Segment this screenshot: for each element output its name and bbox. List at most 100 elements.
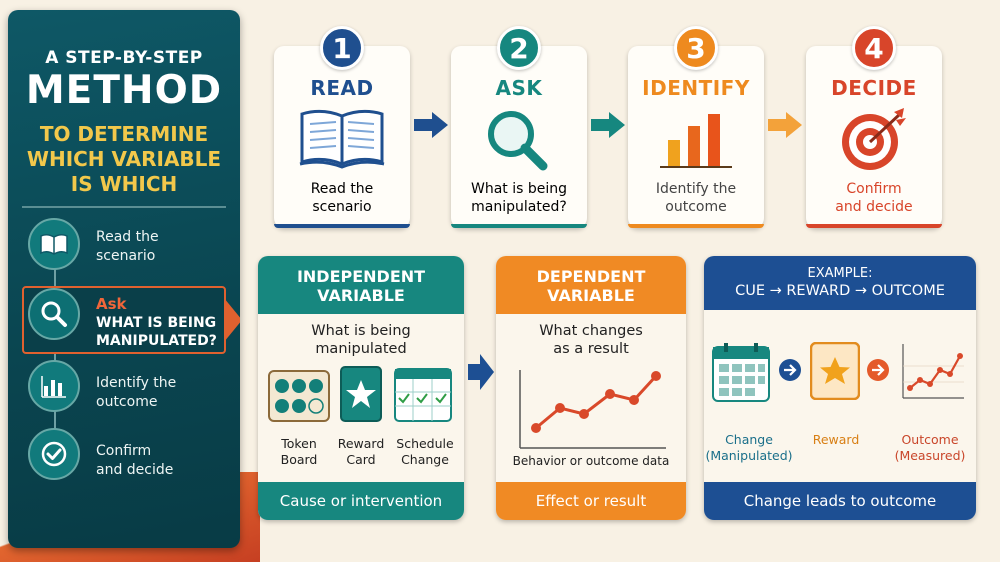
example-header: EXAMPLE: CUE → REWARD → OUTCOME (704, 256, 976, 310)
sidebar-step-identify: Identify the outcome (8, 360, 240, 424)
step-description: What is being manipulated? (451, 180, 587, 216)
step-number-badge: 4 (852, 26, 896, 70)
sidebar-step-read-line1: Read the (96, 229, 159, 245)
target-icon (806, 106, 942, 174)
magnifying-glass-icon (451, 106, 587, 174)
step-title: IDENTIFY (642, 76, 750, 100)
dependent-variable-card: DEPENDENT VARIABLE What changes as a res… (496, 256, 686, 520)
sidebar-title-line1: A STEP-BY-STEP (45, 48, 203, 68)
independent-subtitle-line2: manipulated (315, 341, 407, 357)
step-description-line1: Confirm (846, 181, 902, 197)
reward-card-label: Reward Card (328, 436, 394, 468)
dependent-subtitle: What changes as a result (496, 322, 686, 358)
sidebar: A STEP-BY-STEP METHOD TO DETERMINE WHICH… (8, 10, 240, 548)
book-icon (28, 218, 80, 270)
example-change-label: Change (Manipulated) (704, 432, 794, 464)
sidebar-subtitle-line3: IS WHICH (70, 172, 178, 196)
step-description-line1: Identify the (655, 181, 737, 197)
step-card-read: 1 READ Read the scenario (274, 26, 410, 228)
step-card-ask: 2 ASK What is being manipulated? (451, 26, 587, 228)
step-title: READ (310, 76, 374, 100)
arrow-right-icon (414, 112, 448, 138)
example-change-label-line2: (Manipulated) (705, 448, 793, 463)
example-outcome-label-line1: Outcome (901, 432, 959, 447)
sidebar-step-identify-line2: outcome (96, 394, 158, 410)
schedule-change-label: Schedule Change (390, 436, 460, 468)
step-accent-bar (274, 224, 410, 228)
step-title: DECIDE (831, 76, 917, 100)
dependent-title-line1: DEPENDENT (536, 267, 646, 286)
schedule-change-label-line1: Schedule (396, 436, 454, 451)
arrow-circle-icon (779, 359, 801, 381)
sidebar-step-read-line2: scenario (96, 248, 156, 264)
outcome-line-chart-icon (519, 370, 666, 449)
reward-card-label-line2: Card (346, 452, 376, 467)
sidebar-step-confirm-line1: Confirm (96, 443, 152, 459)
reward-card-label-line1: Reward (337, 436, 385, 451)
dependent-title-line2: VARIABLE (547, 286, 635, 305)
arrow-right-icon (468, 354, 494, 390)
schedule-change-icon (394, 368, 452, 422)
example-title-line1: EXAMPLE: (807, 266, 873, 281)
independent-variable-header: INDEPENDENT VARIABLE (258, 256, 464, 314)
token-board-label-line1: Token (281, 436, 317, 451)
sidebar-step-ask-line3: MANIPULATED? (96, 333, 217, 349)
step-description: Identify the outcome (628, 180, 764, 216)
dependent-footer: Effect or result (496, 482, 686, 520)
sidebar-title-line2: METHOD (25, 68, 223, 113)
sidebar-step-confirm-line2: and decide (96, 462, 174, 478)
outcome-chart-icon (902, 344, 964, 399)
step-description-line1: What is being (470, 181, 568, 197)
example-outcome-label: Outcome (Measured) (884, 432, 976, 464)
reward-card-icon (340, 366, 382, 422)
arrow-right-icon (768, 112, 802, 138)
independent-subtitle-line1: What is being (311, 323, 411, 339)
example-change-label-line1: Change (725, 432, 773, 447)
step-accent-bar (451, 224, 587, 228)
checkmark-icon (28, 428, 80, 480)
token-board-label: Token Board (264, 436, 334, 468)
sidebar-step-confirm: Confirm and decide (8, 428, 240, 492)
calendar-icon (712, 343, 770, 402)
arrow-right-icon (591, 112, 625, 138)
step-accent-bar (628, 224, 764, 228)
dependent-subtitle-line1: What changes (539, 323, 643, 339)
dependent-chart-caption: Behavior or outcome data (512, 454, 670, 468)
sidebar-connector-line (54, 248, 56, 460)
arrow-circle-icon (867, 359, 889, 381)
sidebar-step-ask-line1: Ask (96, 295, 127, 313)
example-reward-label: Reward (812, 432, 860, 447)
magnifier-icon (28, 288, 80, 340)
step-description-line2: scenario (312, 199, 372, 215)
sidebar-subtitle-line1: TO DETERMINE (39, 122, 209, 146)
open-book-icon (274, 106, 410, 170)
step-description-line2: and decide (835, 199, 913, 215)
independent-variable-card: INDEPENDENT VARIABLE What is being manip… (258, 256, 464, 520)
dependent-variable-header: DEPENDENT VARIABLE (496, 256, 686, 314)
step-accent-bar (806, 224, 942, 228)
token-board-icon (268, 370, 330, 422)
step-title: ASK (495, 76, 543, 100)
step-description: Read the scenario (274, 180, 410, 216)
sidebar-step-identify-line1: Identify the (96, 375, 177, 391)
bar-chart-icon (628, 106, 764, 172)
star-card-icon (810, 342, 860, 400)
independent-subtitle: What is being manipulated (258, 322, 464, 358)
step-description: Confirm and decide (806, 180, 942, 216)
example-card: EXAMPLE: CUE → REWARD → OUTCOME Change (… (704, 256, 976, 520)
sidebar-divider (22, 206, 226, 208)
step-description-line1: Read the (310, 181, 374, 197)
schedule-change-label-line2: Change (401, 452, 449, 467)
token-board-label-line2: Board (280, 452, 318, 467)
example-outcome-label-line2: (Measured) (894, 448, 966, 463)
step-card-identify: 3 IDENTIFY Identify the outcome (628, 26, 764, 228)
example-footer: Change leads to outcome (704, 482, 976, 520)
example-title-line2: CUE → REWARD → OUTCOME (735, 283, 945, 299)
bar-chart-icon (28, 360, 80, 412)
step-description-line2: outcome (665, 199, 727, 215)
dependent-subtitle-line2: as a result (553, 341, 629, 357)
step-card-decide: 4 DECIDE Confirm and decide (806, 26, 942, 228)
sidebar-subtitle-line2: WHICH VARIABLE (26, 147, 222, 171)
independent-footer: Cause or intervention (258, 482, 464, 520)
step-number-badge: 1 (320, 26, 364, 70)
